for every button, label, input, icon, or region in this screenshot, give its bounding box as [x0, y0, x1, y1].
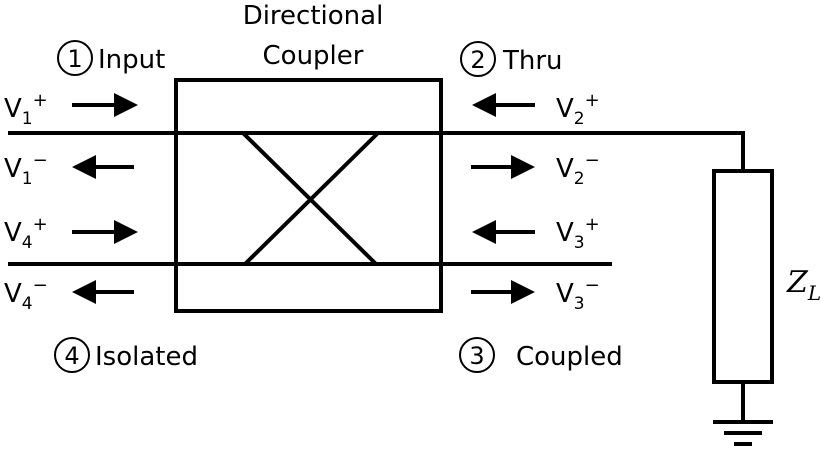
v4-minus-label: V4− [4, 275, 48, 314]
load-resistor [712, 169, 774, 384]
v1-plus-label: V1+ [4, 90, 48, 129]
v4-plus-label: V4+ [4, 214, 48, 253]
v3-plus-label: V3+ [556, 214, 600, 253]
title-line-1: Directional [243, 1, 384, 31]
svg-text:Isolated: Isolated [95, 342, 198, 372]
cross-line-b [243, 131, 380, 266]
v2-plus-label: V2+ [556, 90, 600, 129]
port-3-label: 3 Coupled [459, 337, 623, 373]
svg-text:Coupled: Coupled [516, 342, 623, 372]
coupler-box [174, 78, 443, 313]
v1-minus-label: V1− [4, 150, 48, 189]
load-label: ZL [786, 265, 821, 305]
port-2-label: 2 Thru [460, 41, 563, 77]
svg-text:Input: Input [98, 45, 165, 75]
ground-icon [713, 420, 773, 446]
port-1-label: 1 Input [57, 40, 165, 76]
svg-text:2: 2 [470, 46, 485, 74]
title-line-2: Coupler [263, 41, 364, 71]
svg-text:Thru: Thru [502, 46, 563, 76]
v2-minus-label: V2− [556, 150, 600, 189]
svg-text:3: 3 [469, 342, 484, 370]
svg-text:1: 1 [67, 45, 82, 73]
svg-text:4: 4 [64, 342, 79, 370]
port-4-label: 4 Isolated [54, 337, 198, 373]
v3-minus-label: V3− [556, 275, 600, 314]
